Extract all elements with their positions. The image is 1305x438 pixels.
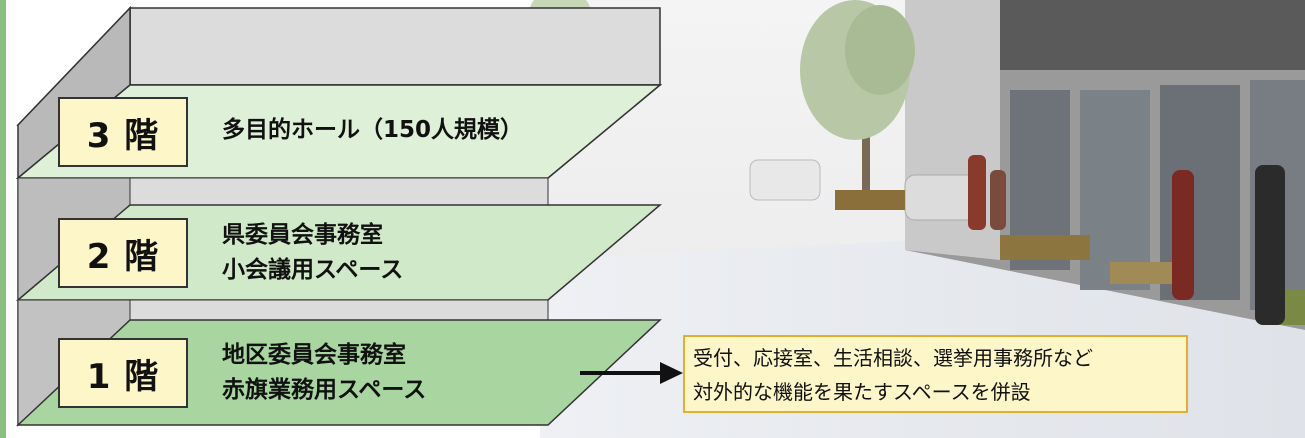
floor-3-description: 多目的ホール（150人規模） bbox=[222, 113, 523, 148]
note-line-2: 対外的な機能を果たすスペースを併設 bbox=[693, 380, 1031, 404]
note-line-1: 受付、応接室、生活相談、選挙用事務所など bbox=[693, 346, 1093, 370]
floor-2-line-2: 小会議用スペース bbox=[222, 257, 404, 283]
floor-2-description: 県委員会事務室 小会議用スペース bbox=[222, 218, 403, 288]
floor-1-line-2: 赤旗業務用スペース bbox=[222, 377, 427, 403]
back-wall bbox=[129, 7, 661, 86]
floor-2-label: 2 階 bbox=[58, 218, 188, 288]
floor-3-label: 3 階 bbox=[58, 97, 188, 167]
floor-2-line-1: 県委員会事務室 bbox=[222, 222, 383, 248]
floor-1-description: 地区委員会事務室 赤旗業務用スペース bbox=[222, 338, 426, 408]
floor-3-line-1: 多目的ホール（150人規模） bbox=[222, 117, 524, 143]
floor-1-wall bbox=[129, 299, 549, 321]
note-box: 受付、応接室、生活相談、選挙用事務所など 対外的な機能を果たすスペースを併設 bbox=[683, 335, 1188, 413]
floor-1-label: 1 階 bbox=[58, 338, 188, 408]
floor-2-wall bbox=[129, 177, 549, 206]
left-accent-bar bbox=[0, 0, 6, 438]
floor-1-line-1: 地区委員会事務室 bbox=[222, 342, 406, 368]
arrow-head bbox=[660, 362, 683, 384]
